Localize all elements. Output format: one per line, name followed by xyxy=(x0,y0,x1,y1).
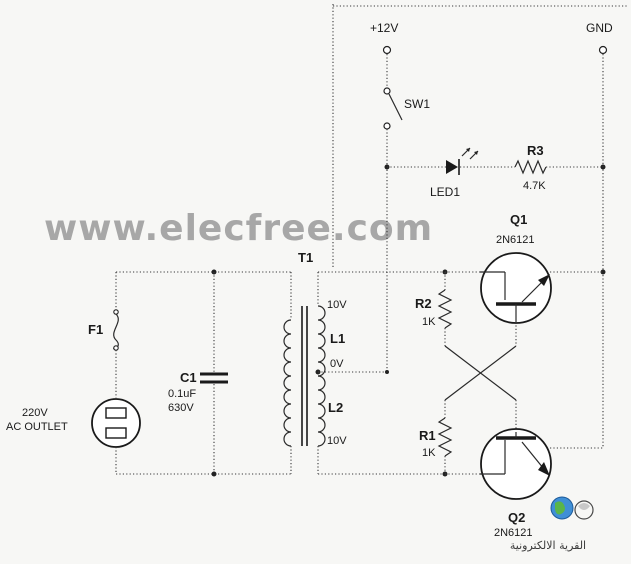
f1-label: F1 xyxy=(88,322,103,337)
watermark-text: www.elecfree.com xyxy=(44,208,433,249)
outlet-voltage-label: 220V xyxy=(22,407,48,419)
l2-label: L2 xyxy=(328,400,343,415)
switch-contact xyxy=(383,87,391,95)
resistor-r2-icon xyxy=(437,289,453,329)
q1-label: Q1 xyxy=(510,212,527,227)
resistor-r3-icon xyxy=(514,159,547,175)
led-arrow-head xyxy=(466,148,470,152)
plus12v-label: +12V xyxy=(370,21,398,35)
gnd-label: GND xyxy=(586,21,613,35)
r1-label: R1 xyxy=(419,428,436,443)
junction-dot xyxy=(211,471,217,477)
r3-value: 4.7K xyxy=(523,180,546,192)
plus12v-terminal xyxy=(382,45,392,55)
switch-contact xyxy=(383,122,391,130)
fuse-end xyxy=(113,309,119,315)
gnd-terminal xyxy=(598,45,608,55)
outlet-name-label: AC OUTLET xyxy=(6,421,68,433)
resistor-r1-icon xyxy=(437,417,453,457)
tap-bot-label: 10V xyxy=(327,435,347,447)
tap-top-label: 10V xyxy=(327,299,347,311)
outlet-slot xyxy=(105,407,127,419)
c1-label: C1 xyxy=(180,370,197,385)
fuse-f1-icon xyxy=(113,313,119,350)
q1-part: 2N6121 xyxy=(496,234,535,246)
r1-value: 1K xyxy=(422,447,436,459)
logo-ornament-icon xyxy=(578,503,590,510)
switch-lever xyxy=(388,93,403,121)
led-arrow-head xyxy=(474,151,478,155)
q1-emitter-arrow xyxy=(538,274,550,286)
led-icon xyxy=(446,160,458,174)
r3-label: R3 xyxy=(527,143,544,158)
transistor-q2-icon xyxy=(480,428,552,500)
r2-label: R2 xyxy=(415,296,432,311)
l1-label: L1 xyxy=(330,331,345,346)
outlet-slot xyxy=(105,427,127,439)
secondary-winding-l2-icon xyxy=(317,375,326,447)
junction-dot xyxy=(385,370,389,374)
fuse-end xyxy=(113,345,119,351)
ac-outlet-icon xyxy=(91,398,141,448)
sw1-label: SW1 xyxy=(404,97,430,111)
c1-capacitance: 0.1uF xyxy=(168,388,196,400)
logo-ornament-icon xyxy=(574,500,594,520)
junction-dot xyxy=(600,269,606,275)
t1-label: T1 xyxy=(298,250,313,265)
primary-winding-icon xyxy=(283,319,292,447)
logo-text: القرية الالكترونية xyxy=(510,539,586,552)
led1-label: LED1 xyxy=(430,185,460,199)
q2-part: 2N6121 xyxy=(494,527,533,539)
r2-value: 1K xyxy=(422,316,436,328)
q2-label: Q2 xyxy=(508,510,525,525)
globe-land xyxy=(555,501,565,515)
secondary-winding-l1-icon xyxy=(317,305,326,377)
q2-emitter-arrow xyxy=(538,462,550,476)
tap-mid-label: 0V xyxy=(330,358,344,370)
cross-wire xyxy=(444,345,517,401)
c1-voltage: 630V xyxy=(168,402,194,414)
